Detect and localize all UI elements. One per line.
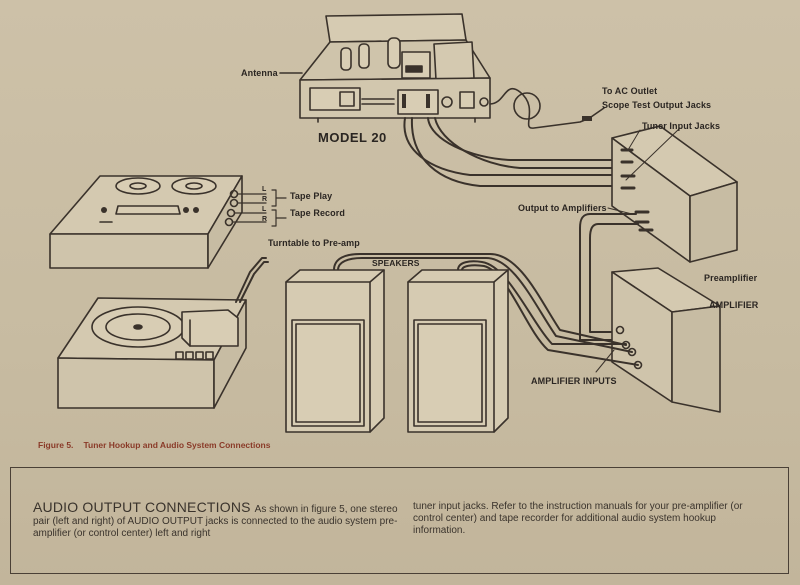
section-column-2: tuner input jacks. Refer to the instruct… (413, 501, 743, 536)
label-output-to-amplifiers: Output to Amplifiers (518, 203, 607, 213)
ac-cord (489, 88, 591, 129)
label-tape-r2: R (262, 216, 268, 223)
tape-recorder (49, 175, 243, 269)
figure-number: Figure 5. (38, 440, 74, 450)
figure-caption-text: Tuner Hookup and Audio System Connection… (83, 440, 271, 450)
preamplifier (611, 125, 738, 263)
tuner-input-pointer (625, 127, 681, 181)
section-body-1: As shown in figure 5, one stereo pair (l… (33, 504, 398, 539)
scope-pointer (627, 129, 641, 151)
label-amplifier: AMPLIFIER (709, 300, 759, 310)
speaker-right (407, 269, 509, 433)
turntable-cable (235, 257, 267, 303)
label-tape-l2: L (262, 206, 267, 213)
turntable (57, 297, 247, 409)
label-tape-l1: L (262, 186, 267, 193)
label-tape-r1: R (262, 196, 268, 203)
label-tape-play: Tape Play (290, 191, 333, 201)
label-ac-outlet: To AC Outlet (602, 86, 658, 96)
speaker-cables (333, 253, 639, 366)
tape-jack-leaders (232, 189, 287, 227)
tuner-model-20 (299, 13, 491, 123)
label-preamplifier: Preamplifier (704, 273, 758, 283)
amp-inputs-pointer (595, 349, 615, 373)
label-turntable: Turntable to Pre-amp (268, 238, 360, 248)
amplifier (611, 267, 721, 413)
speaker-left (285, 269, 385, 433)
label-antenna: Antenna (241, 68, 278, 78)
label-model: MODEL 20 (318, 130, 387, 145)
figure-caption: Figure 5. Tuner Hookup and Audio System C… (38, 440, 270, 450)
preamp-to-amplifier-cables (579, 213, 639, 341)
ac-cord-coil (513, 92, 541, 120)
tuner-output-cables (403, 117, 623, 187)
label-scope-jacks: Scope Test Output Jacks (602, 100, 712, 110)
label-tape-record: Tape Record (290, 208, 345, 218)
section-heading: AUDIO OUTPUT CONNECTIONS (33, 499, 251, 515)
label-tuner-input-jacks: Tuner Input Jacks (642, 121, 721, 131)
label-speakers: SPEAKERS (372, 258, 420, 268)
hookup-diagram (49, 13, 738, 433)
label-amplifier-inputs: AMPLIFIER INPUTS (531, 376, 617, 386)
